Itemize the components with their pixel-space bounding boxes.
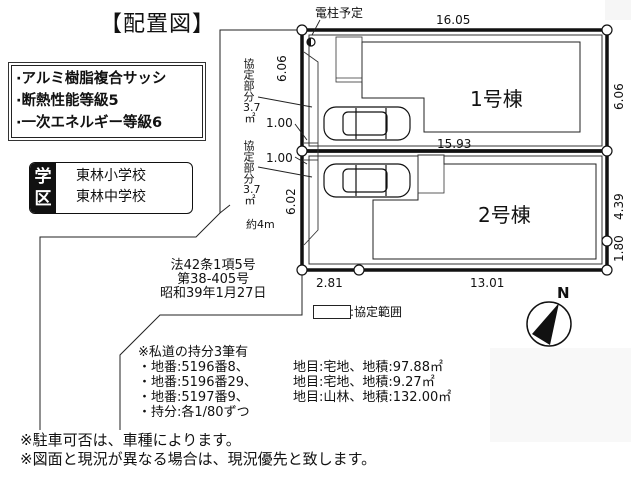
school-list: 東林小学校 東林中学校 xyxy=(56,163,146,213)
north-label: N xyxy=(557,284,570,302)
car-icon xyxy=(323,163,411,198)
road-width: 約4m xyxy=(246,218,275,231)
north-compass-icon xyxy=(526,301,572,347)
agreement-text: 協定部分 xyxy=(242,58,255,102)
scan-artifact xyxy=(490,348,631,442)
parking-note: ※駐車可否は、車種によります。 xyxy=(20,431,241,449)
parcel-lot: ・地番:5197番9、 xyxy=(138,390,249,405)
road-law-designation: 法42条1項5号 第38-405号 昭和39年1月27日 xyxy=(160,259,266,301)
agreement-label-2: 協定部分 3.7 ㎡ xyxy=(242,140,261,207)
agreement-label-1: 協定部分 3.7 ㎡ xyxy=(242,58,261,125)
page-title: 【配置図】 xyxy=(100,12,216,37)
discrepancy-note: ※図面と現況が異なる場合は、現況優先と致します。 xyxy=(20,450,377,468)
road-outline xyxy=(39,29,303,430)
dim-lot2-right-lower: 1.80 xyxy=(612,235,626,262)
dim-lot1-bottom: 15.93 xyxy=(437,137,472,151)
road-share: ・持分:各1/80ずつ xyxy=(138,405,250,420)
pole-label: 電柱予定 xyxy=(315,6,364,20)
agreement-area: 3.7 xyxy=(243,101,261,114)
agreement-unit: ㎡ xyxy=(244,194,256,207)
dim-lot2-right-upper: 4.39 xyxy=(612,193,626,220)
elementary-school: 東林小学校 xyxy=(76,168,146,184)
dim-lot1-right: 6.06 xyxy=(612,83,626,110)
agreement-zones xyxy=(303,51,319,246)
spec-insulation: ·断熱性能等級5 xyxy=(16,93,119,109)
parcel-lot: ・地番:5196番8、 xyxy=(138,360,249,375)
law-date: 昭和39年1月27日 xyxy=(160,286,267,301)
road-notes: ※私道の持分3筆有 ・地番:5196番8、 地目:宅地、地積:97.88㎡ ・地番… xyxy=(138,345,451,420)
agreement-unit: ㎡ xyxy=(244,112,256,125)
agreement-text: 協定部分 xyxy=(242,140,255,184)
legend-swatch xyxy=(313,305,351,319)
lot-1-label: 1号棟 xyxy=(470,87,523,111)
boundary-markers xyxy=(296,24,613,276)
parcel-lot: ・地番:5196番29、 xyxy=(138,375,258,390)
dim-lot2-bottom-left: 2.81 xyxy=(316,276,343,290)
dim-lot2-bottom-right: 13.01 xyxy=(470,276,505,290)
parcel-info: 地目:宅地、地積:97.88㎡ xyxy=(293,360,443,375)
scan-artifact xyxy=(605,0,631,20)
spec-box: ·アルミ樹脂複合サッシ ·断熱性能等級5 ·一次エネルギー等級6 xyxy=(8,62,206,141)
dim-lot1-left: 6.06 xyxy=(275,55,289,82)
dim-lot1-top: 16.05 xyxy=(436,13,471,27)
tag-char: 区 xyxy=(34,189,52,209)
parcel-info: 地目:山林、地積:132.00㎡ xyxy=(293,390,452,405)
school-district-tag: 学 区 xyxy=(30,163,56,213)
parcel-info: 地目:宅地、地積:9.27㎡ xyxy=(293,375,435,390)
setback-1: 1.00 xyxy=(266,116,293,130)
spec-sash: ·アルミ樹脂複合サッシ xyxy=(16,71,167,87)
leader-lines xyxy=(257,19,321,178)
spec-energy: ·一次エネルギー等級6 xyxy=(16,115,163,131)
road-notes-heading: ※私道の持分3筆有 xyxy=(138,345,249,360)
setback-2: 1.00 xyxy=(266,151,293,165)
tag-char: 学 xyxy=(34,167,52,187)
footnotes: ※駐車可否は、車種によります。 ※図面と現況が異なる場合は、現況優先と致します。 xyxy=(20,431,376,469)
car-icon xyxy=(323,106,411,141)
lot-2-label: 2号棟 xyxy=(478,203,531,227)
law-number: 第38-405号 xyxy=(177,272,250,287)
school-district-box: 学 区 東林小学校 東林中学校 xyxy=(29,162,193,214)
law-article: 法42条1項5号 xyxy=(170,258,256,273)
legend-label: :協定範囲 xyxy=(350,305,403,319)
dim-lot2-left: 6.02 xyxy=(284,188,298,215)
junior-high-school: 東林中学校 xyxy=(76,189,146,205)
agreement-area: 3.7 xyxy=(243,183,261,196)
